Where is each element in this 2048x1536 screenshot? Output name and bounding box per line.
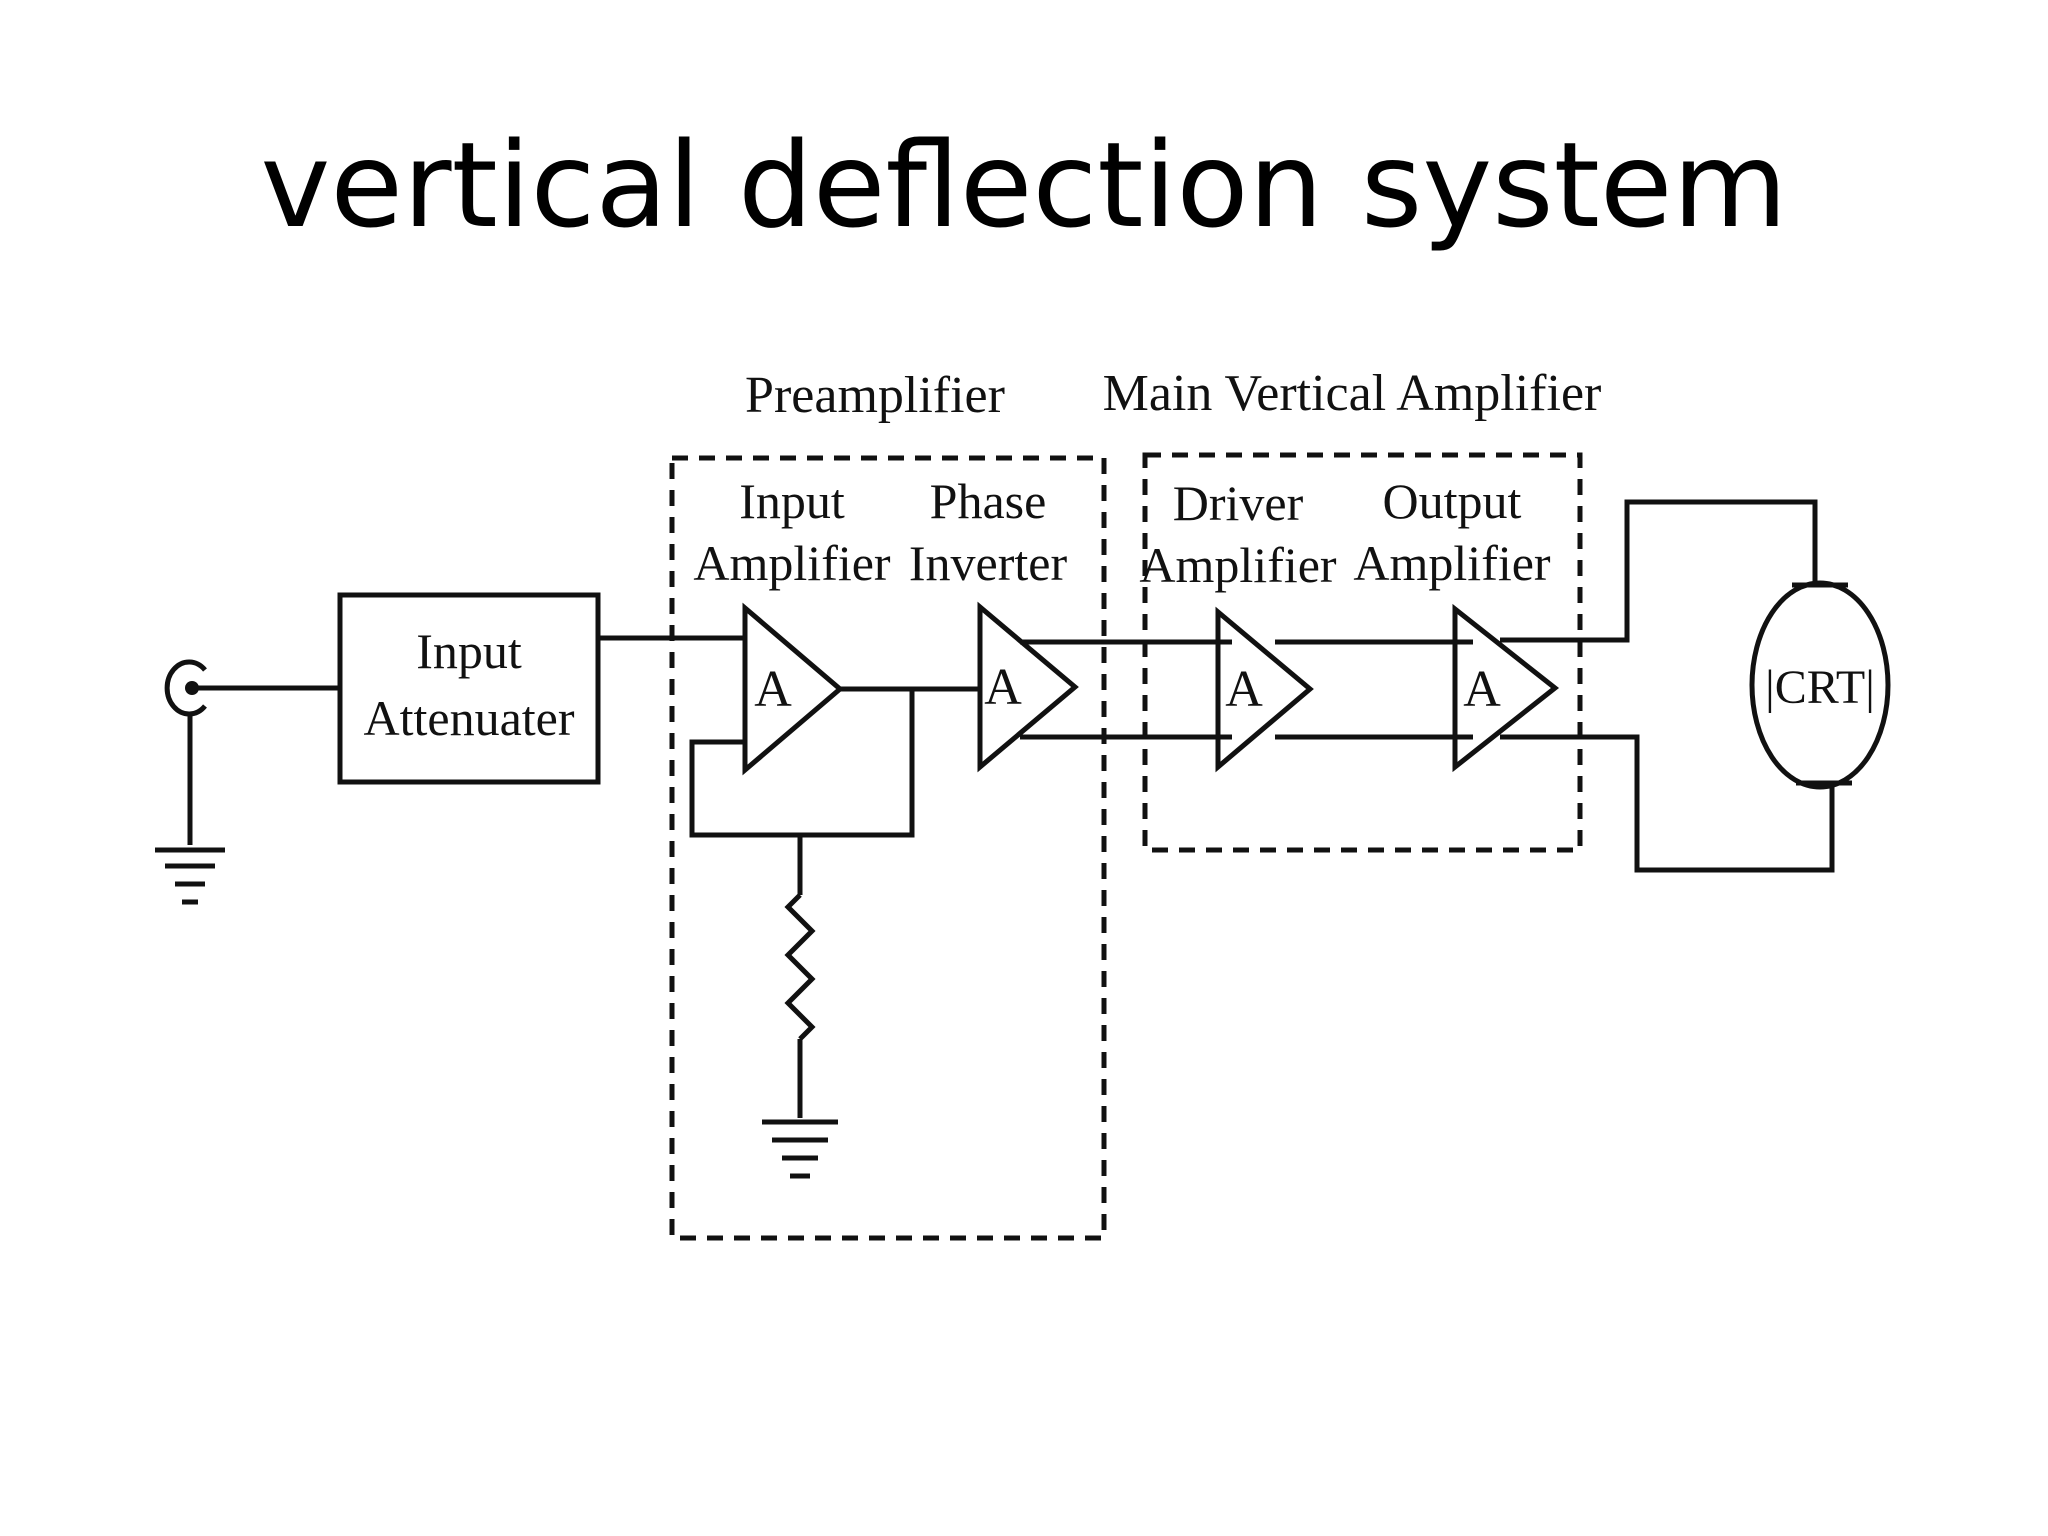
phase-inverter-triangle-icon [977,601,1079,773]
input-amplifier-label-line1: Input [739,473,845,529]
input-attenuater-label-line1: Input [416,623,522,679]
preamplifier-group-label: Preamplifier [745,367,1005,424]
phase-inverter-label-line1: Phase [930,473,1047,529]
output-amplifier-label-line1: Output [1383,473,1522,529]
wire-output-to-crt-bottom [1500,734,1835,873]
preamplifier-group-box [669,455,1107,1241]
driver-amplifier-triangle-icon [1215,606,1314,773]
driver-amplifier-symbol: A [1225,661,1263,718]
phase-inverter-symbol: A [984,659,1022,716]
slide-title: vertical deflection system [260,116,1788,254]
input-amplifier-label-line2: Amplifier [693,535,891,591]
input-amplifier-triangle-icon [742,602,844,776]
ground-symbol-preamp-icon [762,1119,838,1179]
wire-input-amplifier-feedback [689,686,915,838]
input-attenuater-block [337,592,601,785]
wire-output-to-crt-top [1500,499,1818,643]
input-attenuater-label-line2: Attenuater [363,690,574,746]
main-vertical-amplifier-group-box [1142,452,1583,853]
main-vertical-amplifier-group-label: Main Vertical Amplifier [1103,365,1602,422]
driver-amplifier-label-line2: Amplifier [1139,537,1337,593]
phase-inverter-label-line2: Inverter [909,535,1068,591]
output-amplifier-triangle-icon [1452,603,1560,773]
output-amplifier-label-line2: Amplifier [1353,535,1551,591]
driver-amplifier-label-line1: Driver [1173,475,1304,531]
crt-label: |CRT| [1765,661,1875,714]
output-amplifier-symbol: A [1463,661,1501,718]
ground-symbol-input-icon [155,847,225,905]
resistor-icon [784,893,816,1041]
input-amplifier-symbol: A [754,661,792,718]
